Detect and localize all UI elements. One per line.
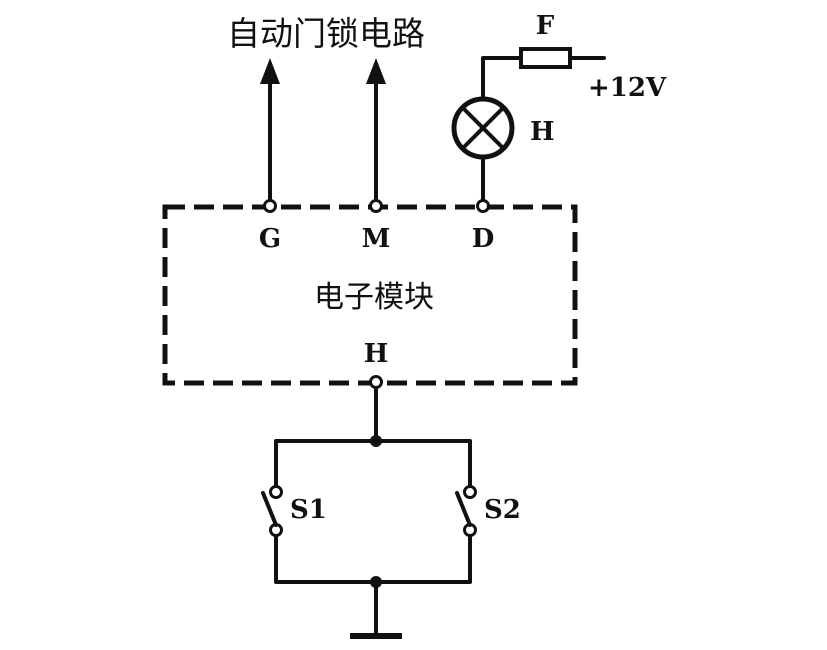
supply-label: +12V xyxy=(588,73,667,103)
fuse-label: F xyxy=(536,11,555,41)
pin-m-terminal xyxy=(369,199,383,213)
wire-switch-bottom xyxy=(274,534,472,584)
arrow-m-icon xyxy=(366,58,386,84)
switch-s2-label: S2 xyxy=(484,495,521,525)
lamp-icon xyxy=(451,96,515,160)
module-label: 电子模块 xyxy=(314,280,434,315)
pin-h-terminal xyxy=(369,375,383,389)
pin-g-label: G xyxy=(259,224,281,254)
pin-g-terminal xyxy=(263,199,277,213)
pin-d-label: D xyxy=(472,224,495,254)
switch-s2-icon xyxy=(455,485,477,537)
lamp-label: H xyxy=(530,117,555,147)
wire-lamp-fuse xyxy=(481,56,523,101)
fuse-icon xyxy=(519,47,572,69)
arrow-g-icon xyxy=(260,58,280,84)
pin-d-terminal xyxy=(476,199,490,213)
pin-h-label: H xyxy=(364,339,389,369)
wire-switch-top xyxy=(274,439,472,488)
pin-m-label: M xyxy=(362,224,391,254)
switch-s1-label: S1 xyxy=(290,495,327,525)
door-lock-circuit-label: 自动门锁电路 xyxy=(227,14,425,53)
switch-s1-icon xyxy=(261,485,283,537)
